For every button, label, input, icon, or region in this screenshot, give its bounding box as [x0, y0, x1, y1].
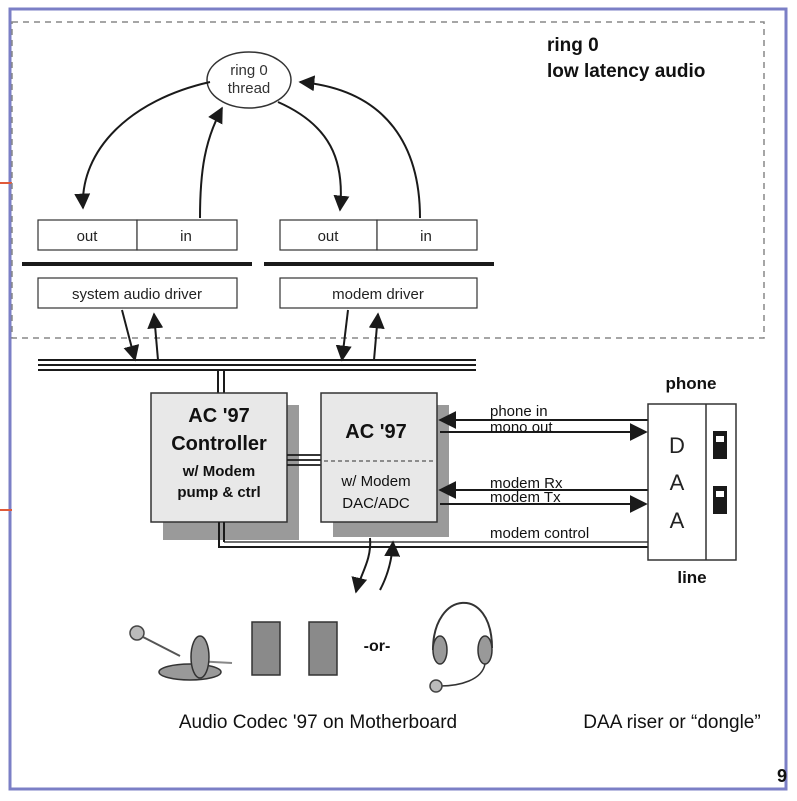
ac97-codec-box [320, 392, 438, 523]
controller-subtitle-line2: pump & ctrl [177, 484, 260, 501]
arrow-thread-to-system-out [74, 81, 211, 210]
slide-frame [8, 7, 788, 791]
phone-jack-icon [713, 431, 727, 459]
modem-rx-label: modem Rx [490, 475, 563, 492]
controller-subtitle-line1: w/ Modem [182, 463, 256, 480]
ac97-controller-box [150, 392, 288, 523]
system-bus [38, 359, 476, 371]
codec-subtitle-line1: w/ Modem [340, 473, 410, 490]
system-audio-driver-label: system audio driver [72, 286, 202, 303]
modem-tx-label: modem Tx [490, 489, 561, 506]
arrow-modem-in-to-thread [298, 75, 421, 219]
codec-subtitle-line2: DAC/ADC [342, 495, 410, 512]
mono-out-label: mono out [490, 419, 553, 436]
daa-letter-a1: A [670, 470, 685, 495]
phone-label: phone [666, 374, 717, 393]
daa-letter-d: D [669, 433, 685, 458]
ring0-subtitle: low latency audio [547, 61, 705, 82]
system-out-buffer [37, 219, 138, 251]
modem-control-label: modem control [490, 525, 589, 542]
daa-box [647, 403, 737, 561]
ring0-region [11, 21, 765, 339]
system-audio-driver-box [37, 277, 238, 309]
codec-title: AC '97 [345, 421, 406, 443]
speaker-right-icon [308, 621, 338, 676]
arrow-system-in-to-thread [199, 106, 223, 219]
controller-title-line2: Controller [171, 433, 267, 455]
modem-in-buffer [376, 219, 478, 251]
bus-to-controller-link [217, 370, 225, 393]
arrow-system-driver-down [121, 309, 140, 362]
system-in-label: in [180, 228, 192, 245]
caption-motherboard: Audio Codec '97 on Motherboard [179, 712, 457, 733]
arrow-codec-to-devices [351, 537, 372, 594]
ring0-title: ring 0 [547, 35, 599, 56]
arrow-system-driver-up [147, 312, 164, 361]
modem-out-label: out [318, 228, 340, 245]
daa-letter-a2: A [670, 508, 685, 533]
microphone-icon [129, 625, 233, 681]
thread-label-line1: ring 0 [230, 62, 268, 79]
arrow-modem-driver-up [368, 312, 385, 361]
speaker-left-icon [251, 621, 281, 676]
arrow-devices-to-codec [379, 540, 401, 591]
line-jack-icon [713, 486, 727, 514]
page-number: 9 [777, 766, 787, 786]
modem-in-label: in [420, 228, 432, 245]
modem-driver-label: modem driver [332, 286, 424, 303]
ac-link [287, 454, 322, 466]
arrow-modem-driver-down [335, 309, 352, 362]
thread-label-line2: thread [228, 80, 271, 97]
phone-in-label: phone in [490, 403, 548, 420]
caption-riser: DAA riser or “dongle” [583, 712, 760, 733]
modem-control-line [218, 522, 648, 548]
headset-icon [429, 601, 493, 693]
system-in-buffer [136, 219, 238, 251]
or-label: -or- [364, 638, 391, 655]
system-out-label: out [77, 228, 99, 245]
arrow-thread-to-modem-out [277, 101, 350, 212]
controller-title-line1: AC '97 [188, 405, 249, 427]
line-label: line [677, 568, 706, 587]
modem-driver-box [279, 277, 478, 309]
ring0-thread-node [206, 51, 292, 109]
